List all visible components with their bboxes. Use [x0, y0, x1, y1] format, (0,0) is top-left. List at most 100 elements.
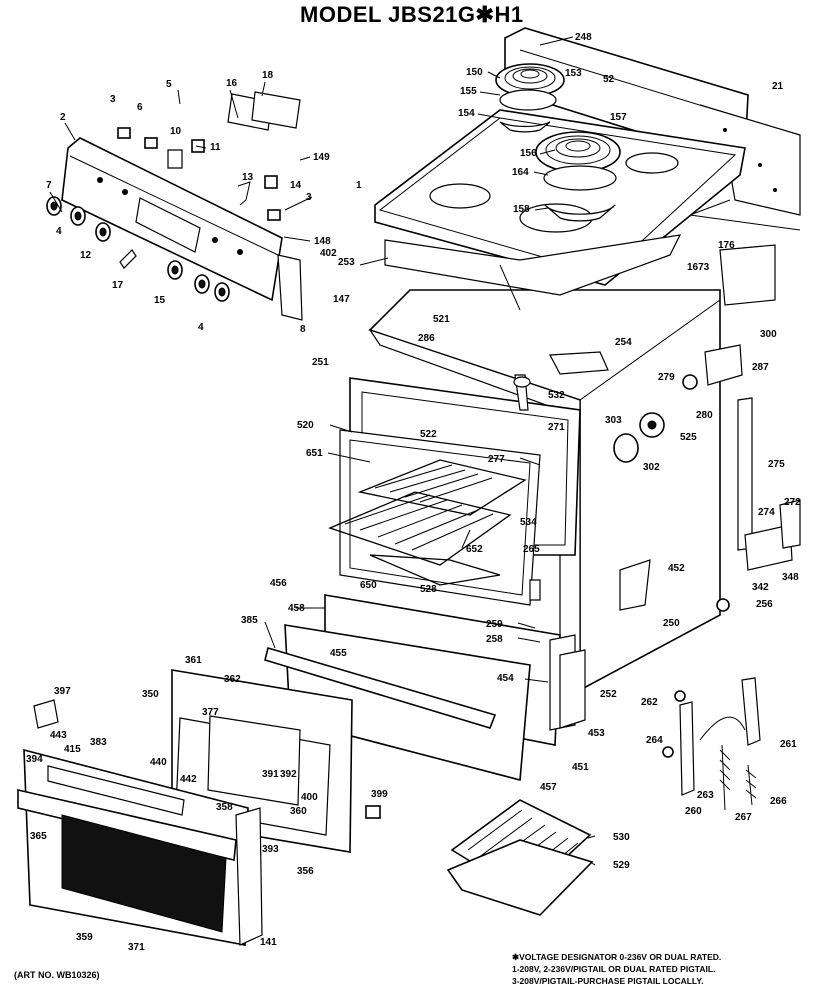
callout-18: 18 — [262, 70, 274, 81]
callout-153: 153 — [565, 68, 582, 79]
callout-256: 256 — [756, 599, 773, 610]
callout-650: 650 — [360, 580, 377, 591]
surface-element-large — [535, 131, 621, 222]
callout-17: 17 — [112, 280, 124, 291]
callout-391: 391 — [262, 769, 279, 780]
callout-415: 415 — [64, 744, 81, 755]
callout-286: 286 — [418, 333, 435, 344]
callout-267: 267 — [735, 812, 752, 823]
callout-154: 154 — [458, 108, 475, 119]
callout-266: 266 — [770, 796, 787, 807]
callout-4a: 4 — [56, 226, 62, 237]
callout-250: 250 — [663, 618, 680, 629]
callout-362: 362 — [224, 674, 241, 685]
callout-528: 528 — [420, 584, 437, 595]
model-title: MODEL JBS21G✱H1 — [300, 2, 524, 27]
callout-272: 272 — [784, 497, 801, 508]
callout-156: 156 — [520, 148, 537, 159]
callout-652: 652 — [466, 544, 483, 555]
callout-453: 453 — [588, 728, 605, 739]
callout-264: 264 — [646, 735, 663, 746]
oven-frame — [339, 377, 581, 606]
callout-2: 2 — [60, 112, 66, 123]
callout-11: 11 — [210, 142, 221, 153]
callout-394: 394 — [26, 754, 43, 765]
oven-door — [17, 669, 353, 946]
callout-383: 383 — [90, 737, 107, 748]
callout-15: 15 — [154, 295, 166, 306]
callout-150: 150 — [466, 67, 483, 78]
callout-393: 393 — [262, 844, 279, 855]
callout-443: 443 — [50, 730, 67, 741]
callout-371: 371 — [128, 942, 145, 953]
callout-359: 359 — [76, 932, 93, 943]
callout-456: 456 — [270, 578, 287, 589]
note-line-1: ✱VOLTAGE DESIGNATOR 0-236V OR DUAL RATED… — [512, 952, 722, 962]
callout-451: 451 — [572, 762, 589, 773]
callout-164: 164 — [512, 167, 529, 178]
callout-399: 399 — [371, 789, 388, 800]
oven-racks — [328, 459, 527, 586]
callout-525: 525 — [680, 432, 697, 443]
callout-261: 261 — [780, 739, 797, 750]
callout-455: 455 — [330, 648, 347, 659]
callout-529: 529 — [613, 860, 630, 871]
callout-348: 348 — [782, 572, 799, 583]
callout-12: 12 — [80, 250, 92, 261]
callout-14: 14 — [290, 180, 302, 191]
callout-21: 21 — [772, 81, 784, 92]
callout-3b: 3 — [306, 192, 312, 203]
note-line-2: 1-208V, 2-236V/PIGTAIL OR DUAL RATED PIG… — [512, 964, 716, 974]
callout-392: 392 — [280, 769, 297, 780]
callout-402: 402 — [320, 248, 337, 259]
callout-254: 254 — [615, 337, 632, 348]
storage-drawer — [264, 594, 586, 782]
side-parts — [613, 244, 801, 612]
callout-651: 651 — [306, 448, 323, 459]
callout-labels: 248 150 153 52 155 154 157 156 164 158 2… — [26, 32, 801, 953]
callout-8: 8 — [300, 324, 306, 335]
callout-277: 277 — [488, 454, 505, 465]
callout-148: 148 — [314, 236, 331, 247]
callout-530: 530 — [613, 832, 630, 843]
callout-534: 534 — [520, 517, 537, 528]
callout-271: 271 — [548, 422, 565, 433]
callout-6: 6 — [137, 102, 143, 113]
control-panel — [61, 137, 283, 302]
callout-10: 10 — [170, 126, 182, 137]
callout-442: 442 — [180, 774, 197, 785]
callout-532: 532 — [548, 390, 565, 401]
callout-262: 262 — [641, 697, 658, 708]
callout-275: 275 — [768, 459, 785, 470]
heating-elements — [513, 351, 609, 601]
note-line-3: 3-208V/PIGTAIL-PURCHASE PIGTAIL LOCALLY. — [512, 976, 704, 986]
callout-361: 361 — [185, 655, 202, 666]
callout-520: 520 — [297, 420, 314, 431]
callout-280: 280 — [696, 410, 713, 421]
callout-3a: 3 — [110, 94, 116, 105]
callout-260: 260 — [685, 806, 702, 817]
callout-303: 303 — [605, 415, 622, 426]
callout-248: 248 — [575, 32, 592, 43]
callout-149: 149 — [313, 152, 330, 163]
callout-440: 440 — [150, 757, 167, 768]
art-number: (ART NO. WB10326) — [14, 970, 100, 980]
callout-377: 377 — [202, 707, 219, 718]
callout-356: 356 — [297, 866, 314, 877]
callout-16: 16 — [226, 78, 238, 89]
callout-7: 7 — [46, 180, 52, 191]
callout-52: 52 — [603, 74, 615, 85]
callout-521: 521 — [433, 314, 450, 325]
callout-397: 397 — [54, 686, 71, 697]
callout-265: 265 — [523, 544, 540, 555]
callout-279: 279 — [658, 372, 675, 383]
broiler-pan — [446, 799, 594, 916]
callout-457: 457 — [540, 782, 557, 793]
callout-522: 522 — [420, 429, 437, 440]
callout-176: 176 — [718, 240, 735, 251]
callout-454: 454 — [497, 673, 514, 684]
callout-1673: 1673 — [687, 262, 710, 273]
callout-141: 141 — [260, 937, 277, 948]
